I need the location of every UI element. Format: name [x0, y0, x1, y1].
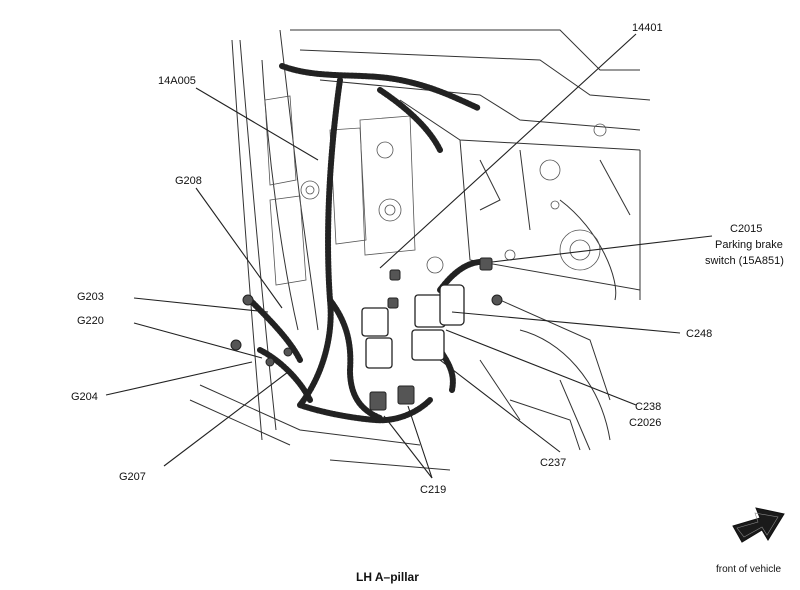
label-g207: G207 — [119, 471, 146, 483]
label-c2015-desc-1: Parking brake — [715, 239, 783, 251]
ground-stud — [242, 294, 254, 306]
connector-block — [411, 329, 445, 361]
body-structure — [189, 29, 651, 471]
connector-block — [479, 257, 493, 271]
ground-stud — [265, 357, 275, 367]
connectors — [230, 257, 503, 411]
ground-stud — [283, 347, 293, 357]
label-c2015: C2015 — [730, 223, 762, 235]
connector-block — [387, 297, 399, 309]
connector-block — [361, 307, 389, 337]
labels: 14401 14A005 G208 C2015 Parking brake sw… — [71, 22, 784, 496]
leader-lines — [105, 33, 713, 479]
label-c237: C237 — [540, 457, 566, 469]
diagram-caption: LH A–pillar — [356, 570, 419, 584]
label-g203: G203 — [77, 291, 104, 303]
label-c248: C248 — [686, 328, 712, 340]
connector-block — [389, 269, 401, 281]
label-14401: 14401 — [632, 22, 663, 34]
label-g220: G220 — [77, 315, 104, 327]
label-g204: G204 — [71, 391, 98, 403]
label-c238: C238 — [635, 401, 661, 413]
label-c219: C219 — [420, 484, 446, 496]
label-g208: G208 — [175, 175, 202, 187]
ground-stud — [230, 339, 242, 351]
connector-block — [491, 294, 503, 306]
direction-label: front of vehicle — [716, 564, 781, 575]
connector-block — [439, 284, 465, 326]
label-c2015-desc-2: switch (15A851) — [705, 255, 784, 267]
arrow-right-icon — [732, 507, 785, 543]
label-c2026: C2026 — [629, 417, 661, 429]
connector-block — [369, 391, 387, 411]
connector-block — [397, 385, 415, 405]
label-14A005: 14A005 — [158, 75, 196, 87]
connector-block — [365, 337, 393, 369]
wiring-harness — [247, 63, 491, 424]
